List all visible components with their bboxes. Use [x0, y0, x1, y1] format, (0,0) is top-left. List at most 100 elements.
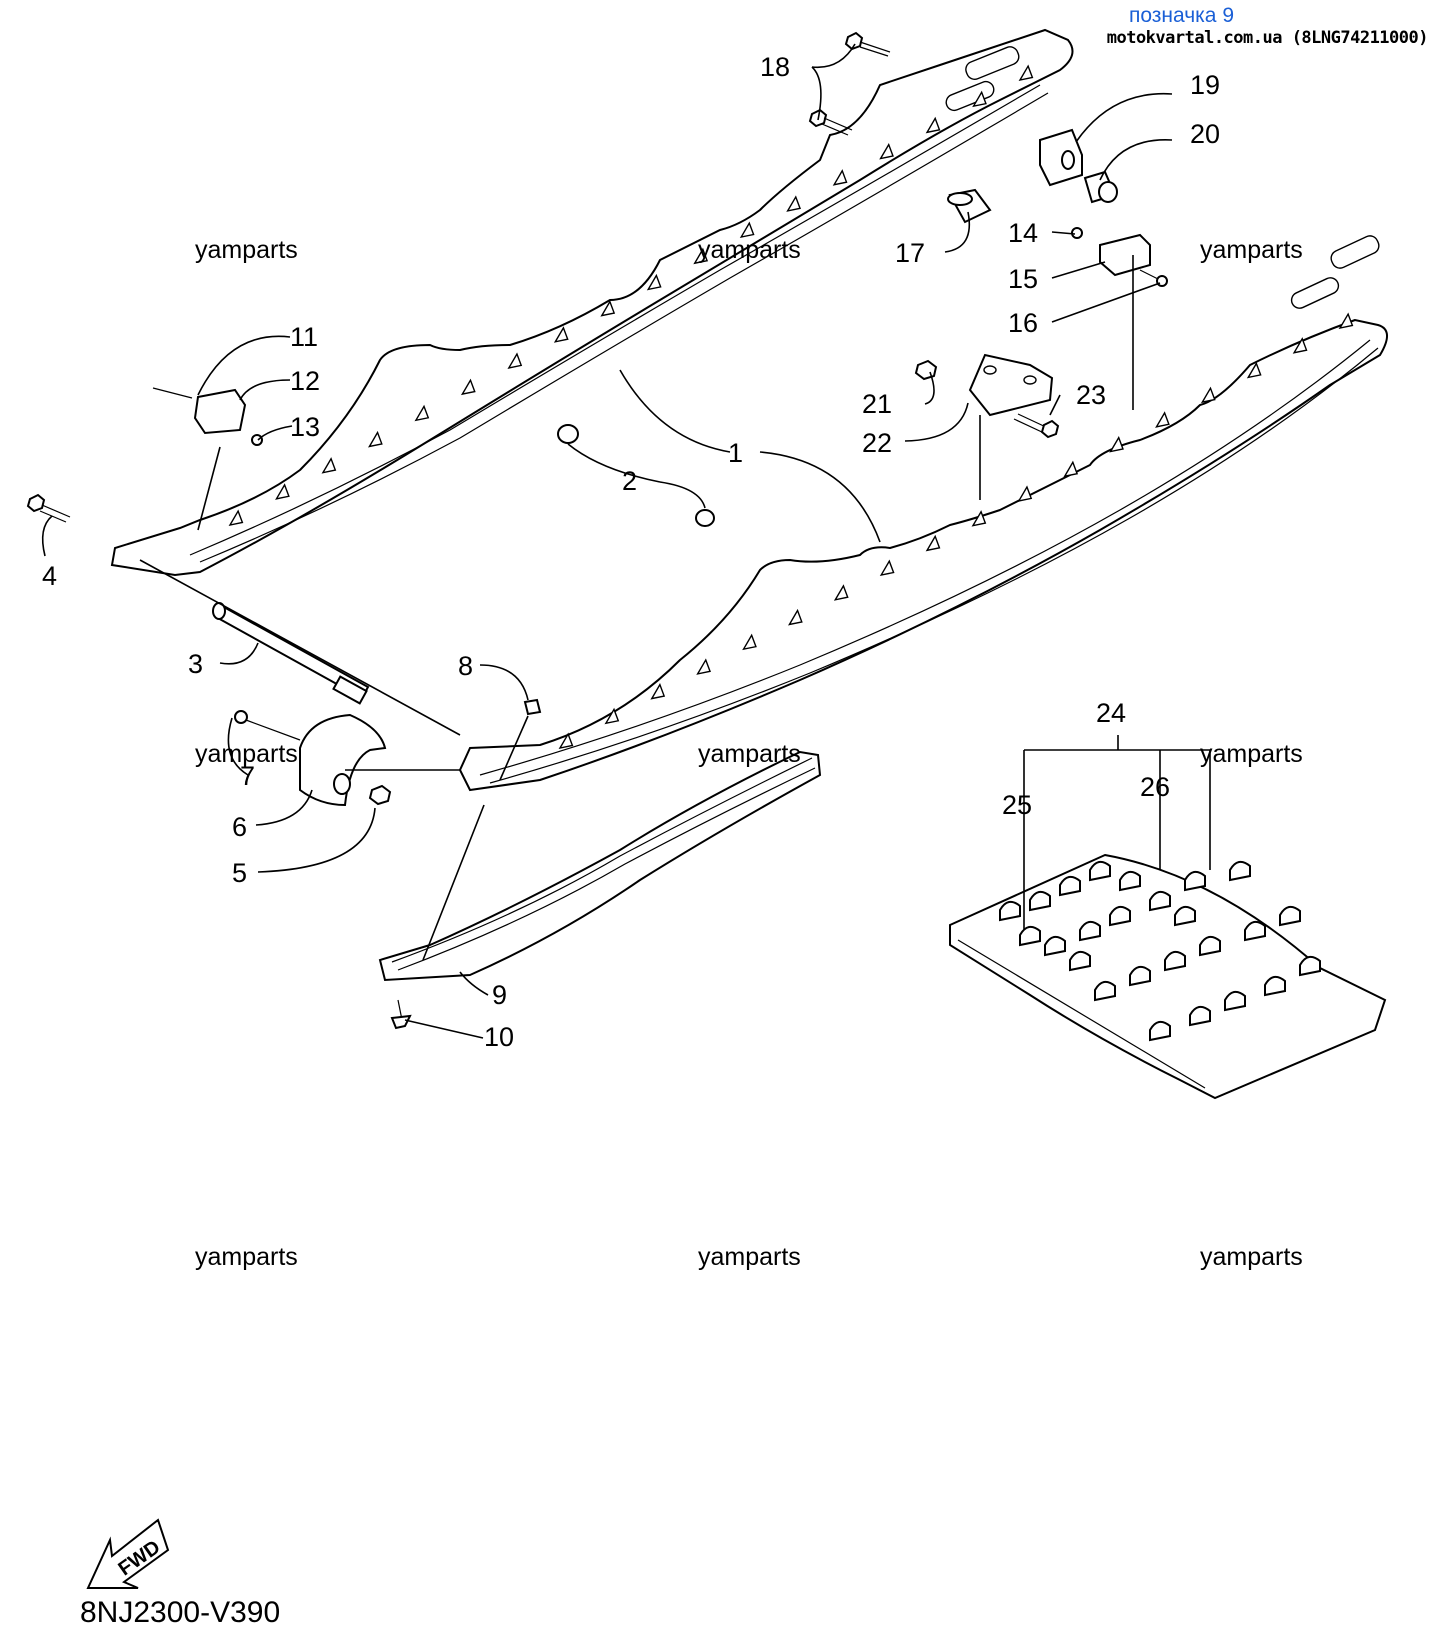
track-lug [1059, 875, 1081, 897]
track-lug [1279, 905, 1301, 927]
rail-cutout [604, 707, 620, 725]
clip-8 [523, 698, 542, 716]
track-lug [1019, 925, 1041, 947]
header-subtitle: motokvartal.com.ua (8LNG74211000) [1106, 28, 1429, 48]
slide-rail-lower [458, 235, 1388, 792]
nut-14 [1071, 227, 1083, 239]
rail-cutout [1018, 64, 1034, 81]
washer-2a [557, 424, 579, 444]
collar-17 [947, 188, 992, 224]
track-lug [1189, 1005, 1211, 1027]
header-title: позначка 9 [1128, 4, 1234, 27]
diagram-code: 8NJ2300-V390 [80, 1596, 281, 1629]
rail-cutout [414, 404, 430, 422]
watermark: yamparts [1200, 236, 1303, 264]
watermarks: yamparts yamparts yamparts yamparts yamp… [195, 236, 1303, 1271]
watermark: yamparts [1200, 740, 1303, 768]
bushing-19 [1039, 128, 1083, 187]
callout-5: 5 [232, 858, 247, 888]
rail-cutout [507, 352, 523, 369]
bolt-7 [234, 710, 301, 741]
track-lug [1164, 950, 1186, 972]
callout-labels: 1 2 3 4 5 6 7 8 9 10 11 12 13 14 15 16 1… [42, 52, 1220, 1052]
rail-cutout [646, 273, 662, 291]
screw-10 [390, 999, 412, 1030]
track-24 [949, 853, 1387, 1100]
rail-cutout [833, 584, 849, 601]
rail-cutout [1155, 411, 1170, 428]
rail-cutout [321, 457, 337, 474]
stopper-15 [1099, 233, 1151, 277]
track-lug [1079, 920, 1101, 942]
rail-cutout [553, 326, 569, 343]
rail-cutout [1017, 485, 1033, 502]
track-lug [1174, 905, 1196, 927]
track-lug [1094, 980, 1116, 1002]
pin-11 [152, 387, 193, 399]
track-lug [1069, 950, 1091, 972]
track-lug [1264, 975, 1286, 997]
leader-axle-line [139, 559, 461, 736]
rail-cutout [1338, 312, 1354, 329]
callout-25: 25 [1002, 790, 1032, 820]
watermark: yamparts [195, 740, 298, 768]
rail-cutout [1200, 386, 1216, 404]
callout-17: 17 [895, 238, 925, 268]
track-lug [1184, 870, 1206, 892]
track-lug [1299, 955, 1321, 977]
rail-cutout [696, 658, 711, 675]
rail-cutout [693, 247, 709, 265]
track-lug [1229, 860, 1251, 882]
callout-16: 16 [1008, 308, 1038, 338]
watermark: yamparts [698, 740, 801, 768]
callout-19: 19 [1190, 70, 1220, 100]
callout-15: 15 [1008, 264, 1038, 294]
rail-cutout [228, 509, 244, 526]
nut-5 [368, 784, 392, 806]
rail-cutout [1063, 460, 1079, 478]
track-lug [1044, 935, 1066, 957]
rail-cutout [600, 300, 616, 317]
callout-24: 24 [1096, 698, 1126, 728]
rail-cutout [558, 732, 574, 749]
watermark: yamparts [698, 1243, 801, 1271]
track-lug [1089, 860, 1111, 882]
bolt-4 [26, 493, 71, 523]
callout-3: 3 [188, 649, 203, 679]
callout-26: 26 [1140, 772, 1170, 802]
leader-lines [41, 43, 1173, 1039]
nut-13 [251, 434, 263, 446]
rail-cutout [971, 510, 987, 527]
rail-cutout [650, 683, 666, 700]
bolt-18-upper [844, 31, 891, 57]
track-lug [1119, 870, 1141, 892]
stopper-12 [193, 388, 247, 435]
rail-cutout [925, 116, 941, 134]
callout-18: 18 [760, 52, 790, 82]
bracket-22 [968, 353, 1054, 417]
callout-23: 23 [1076, 380, 1106, 410]
rail-cutout [786, 195, 801, 212]
washer-2b [695, 509, 715, 527]
slider-9 [378, 750, 822, 982]
callout-12: 12 [290, 366, 320, 396]
axle-shaft [212, 602, 370, 705]
rail-cutout [879, 559, 895, 577]
rail-cutout [368, 430, 383, 448]
callout-1: 1 [728, 438, 743, 468]
track-lug [1224, 990, 1246, 1012]
leader-track-bracket [1023, 735, 1211, 930]
track-lug [1244, 920, 1266, 942]
nut-21 [914, 359, 938, 381]
track-lug [1149, 890, 1171, 912]
bolt-23 [1013, 413, 1060, 439]
callout-7: 7 [240, 761, 255, 791]
rail-cutout [460, 378, 476, 396]
track-lug [999, 900, 1021, 922]
screw-16 [1139, 269, 1168, 287]
callout-14: 14 [1008, 218, 1038, 248]
track-lug [1029, 890, 1051, 912]
callout-10: 10 [484, 1022, 514, 1052]
rail-cutout [879, 142, 894, 160]
